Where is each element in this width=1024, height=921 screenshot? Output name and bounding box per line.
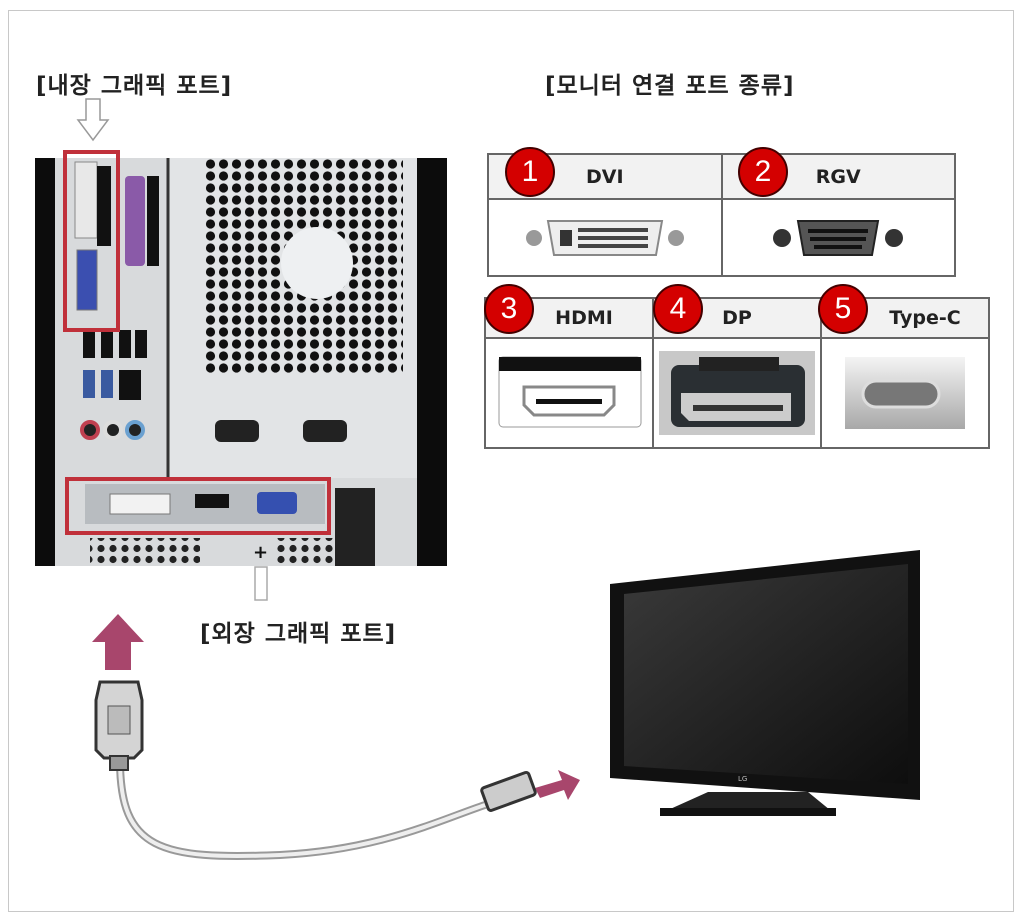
internal-port-highlight bbox=[63, 150, 120, 332]
external-port-highlight bbox=[65, 477, 331, 535]
down-arrow-icon bbox=[76, 98, 110, 142]
svg-text:+: + bbox=[253, 542, 268, 563]
tv-monitor-image: LG bbox=[610, 550, 920, 816]
port-cell-dp: DP bbox=[654, 299, 822, 447]
port-number-badge: 4 bbox=[653, 284, 703, 334]
port-table-row-2: HDMI DP Type-C bbox=[484, 297, 990, 449]
displayport-plug-icon bbox=[659, 351, 815, 435]
internal-graphics-title: [내장 그래픽 포트] bbox=[36, 73, 233, 99]
usb-type-c-port-icon bbox=[845, 357, 965, 429]
vga-connector-icon bbox=[773, 219, 904, 256]
external-graphics-title: [외장 그래픽 포트] bbox=[200, 621, 397, 647]
pointer-line-icon bbox=[254, 566, 268, 601]
port-number-badge: 5 bbox=[818, 284, 868, 334]
port-number-badge: 1 bbox=[505, 147, 555, 197]
port-types-title: [모니터 연결 포트 종류] bbox=[545, 73, 795, 99]
port-number-badge: 3 bbox=[484, 284, 534, 334]
pc-back-panel-image: + bbox=[35, 158, 447, 566]
port-number-badge: 2 bbox=[738, 147, 788, 197]
tv-brand-logo: LG bbox=[738, 775, 747, 783]
dvi-connector-icon bbox=[525, 219, 684, 256]
right-arrow-icon bbox=[535, 770, 580, 800]
hdmi-cable-image bbox=[92, 614, 580, 861]
up-arrow-icon bbox=[92, 614, 144, 670]
port-table-row-1: DVI RGV bbox=[487, 153, 956, 277]
diagram-frame bbox=[8, 10, 1014, 912]
hdmi-port-icon bbox=[498, 356, 642, 428]
